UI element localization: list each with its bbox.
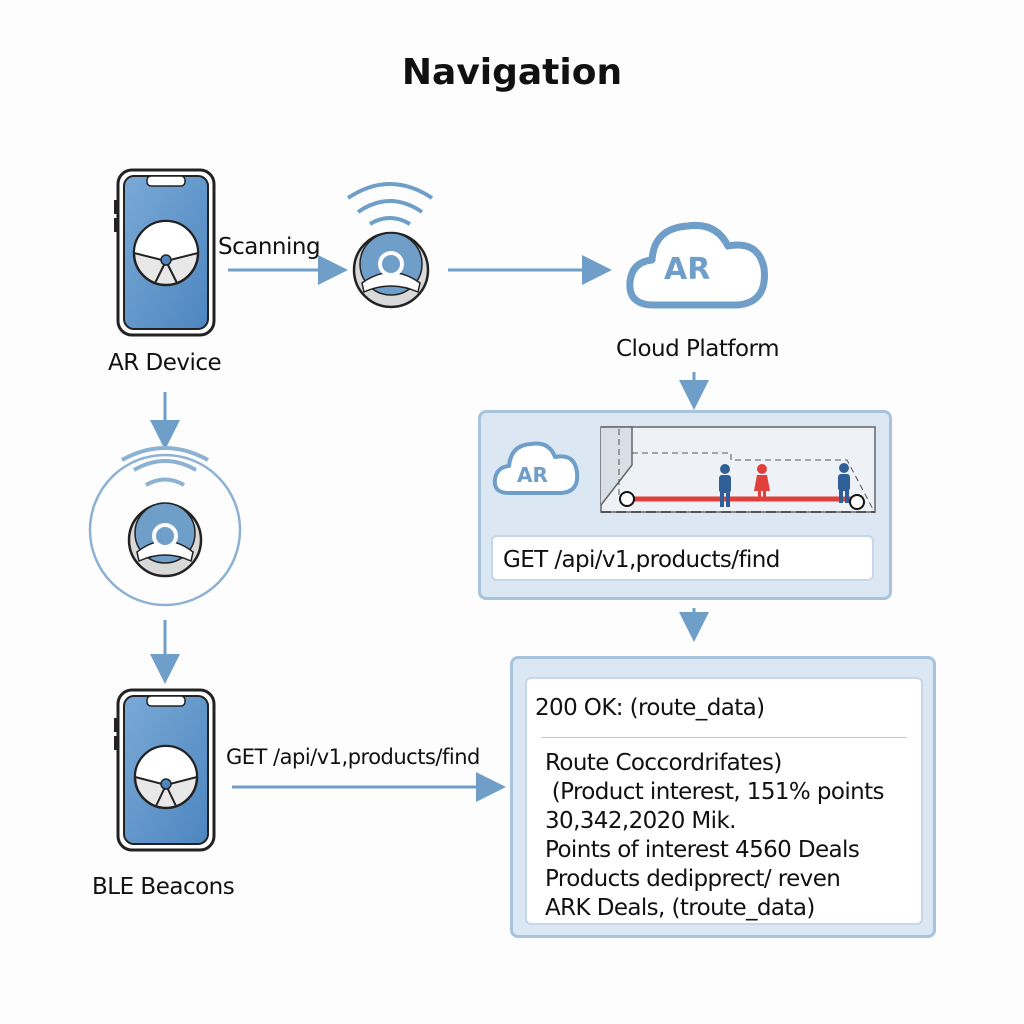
response-line: (Product interest, 151% points <box>545 779 885 805</box>
diagram-title: Navigation <box>401 52 623 93</box>
ble-beacon-icon <box>88 446 242 607</box>
node-label-cloud-platform: Cloud Platform <box>616 336 780 362</box>
node-label-ar-device: AR Device <box>108 350 222 376</box>
cloud-icon <box>626 221 768 309</box>
response-line: Products dedipprect/ reven <box>545 866 841 892</box>
person-icon <box>838 463 850 503</box>
divider <box>541 737 907 738</box>
edge-label-request: GET /api/v1,products/find <box>226 745 480 769</box>
response-panel: 200 OK: (route_data) Route Coccordrifate… <box>510 656 936 938</box>
cloud-icon-text: AR <box>664 252 711 287</box>
person-icon <box>754 464 770 501</box>
response-lines: Route Coccordrifates) (Product interest,… <box>545 749 884 923</box>
cloud-icon <box>492 441 580 495</box>
person-icon <box>719 464 731 507</box>
response-line: ARK Deals, (troute_data) <box>545 895 815 921</box>
request-panel: AR GET /api/v1,products/find <box>478 410 892 600</box>
cloud-icon-text: AR <box>517 463 548 487</box>
response-body: 200 OK: (route_data) Route Coccordrifate… <box>525 677 923 925</box>
response-line: Points of interest 4560 Deals <box>545 837 860 863</box>
node-label-ble-beacons: BLE Beacons <box>92 874 235 900</box>
response-status: 200 OK: (route_data) <box>535 695 765 721</box>
ble-beacon-icon <box>346 182 434 309</box>
edge-label-scanning: Scanning <box>218 234 321 260</box>
smartphone-icon <box>114 168 216 337</box>
request-endpoint: GET /api/v1,products/find <box>491 535 874 581</box>
ar-route-view <box>600 426 876 514</box>
response-line: 30,342,2020 Mik. <box>545 808 737 834</box>
response-line: Route Coccordrifates) <box>545 750 782 776</box>
smartphone-icon <box>114 688 216 852</box>
